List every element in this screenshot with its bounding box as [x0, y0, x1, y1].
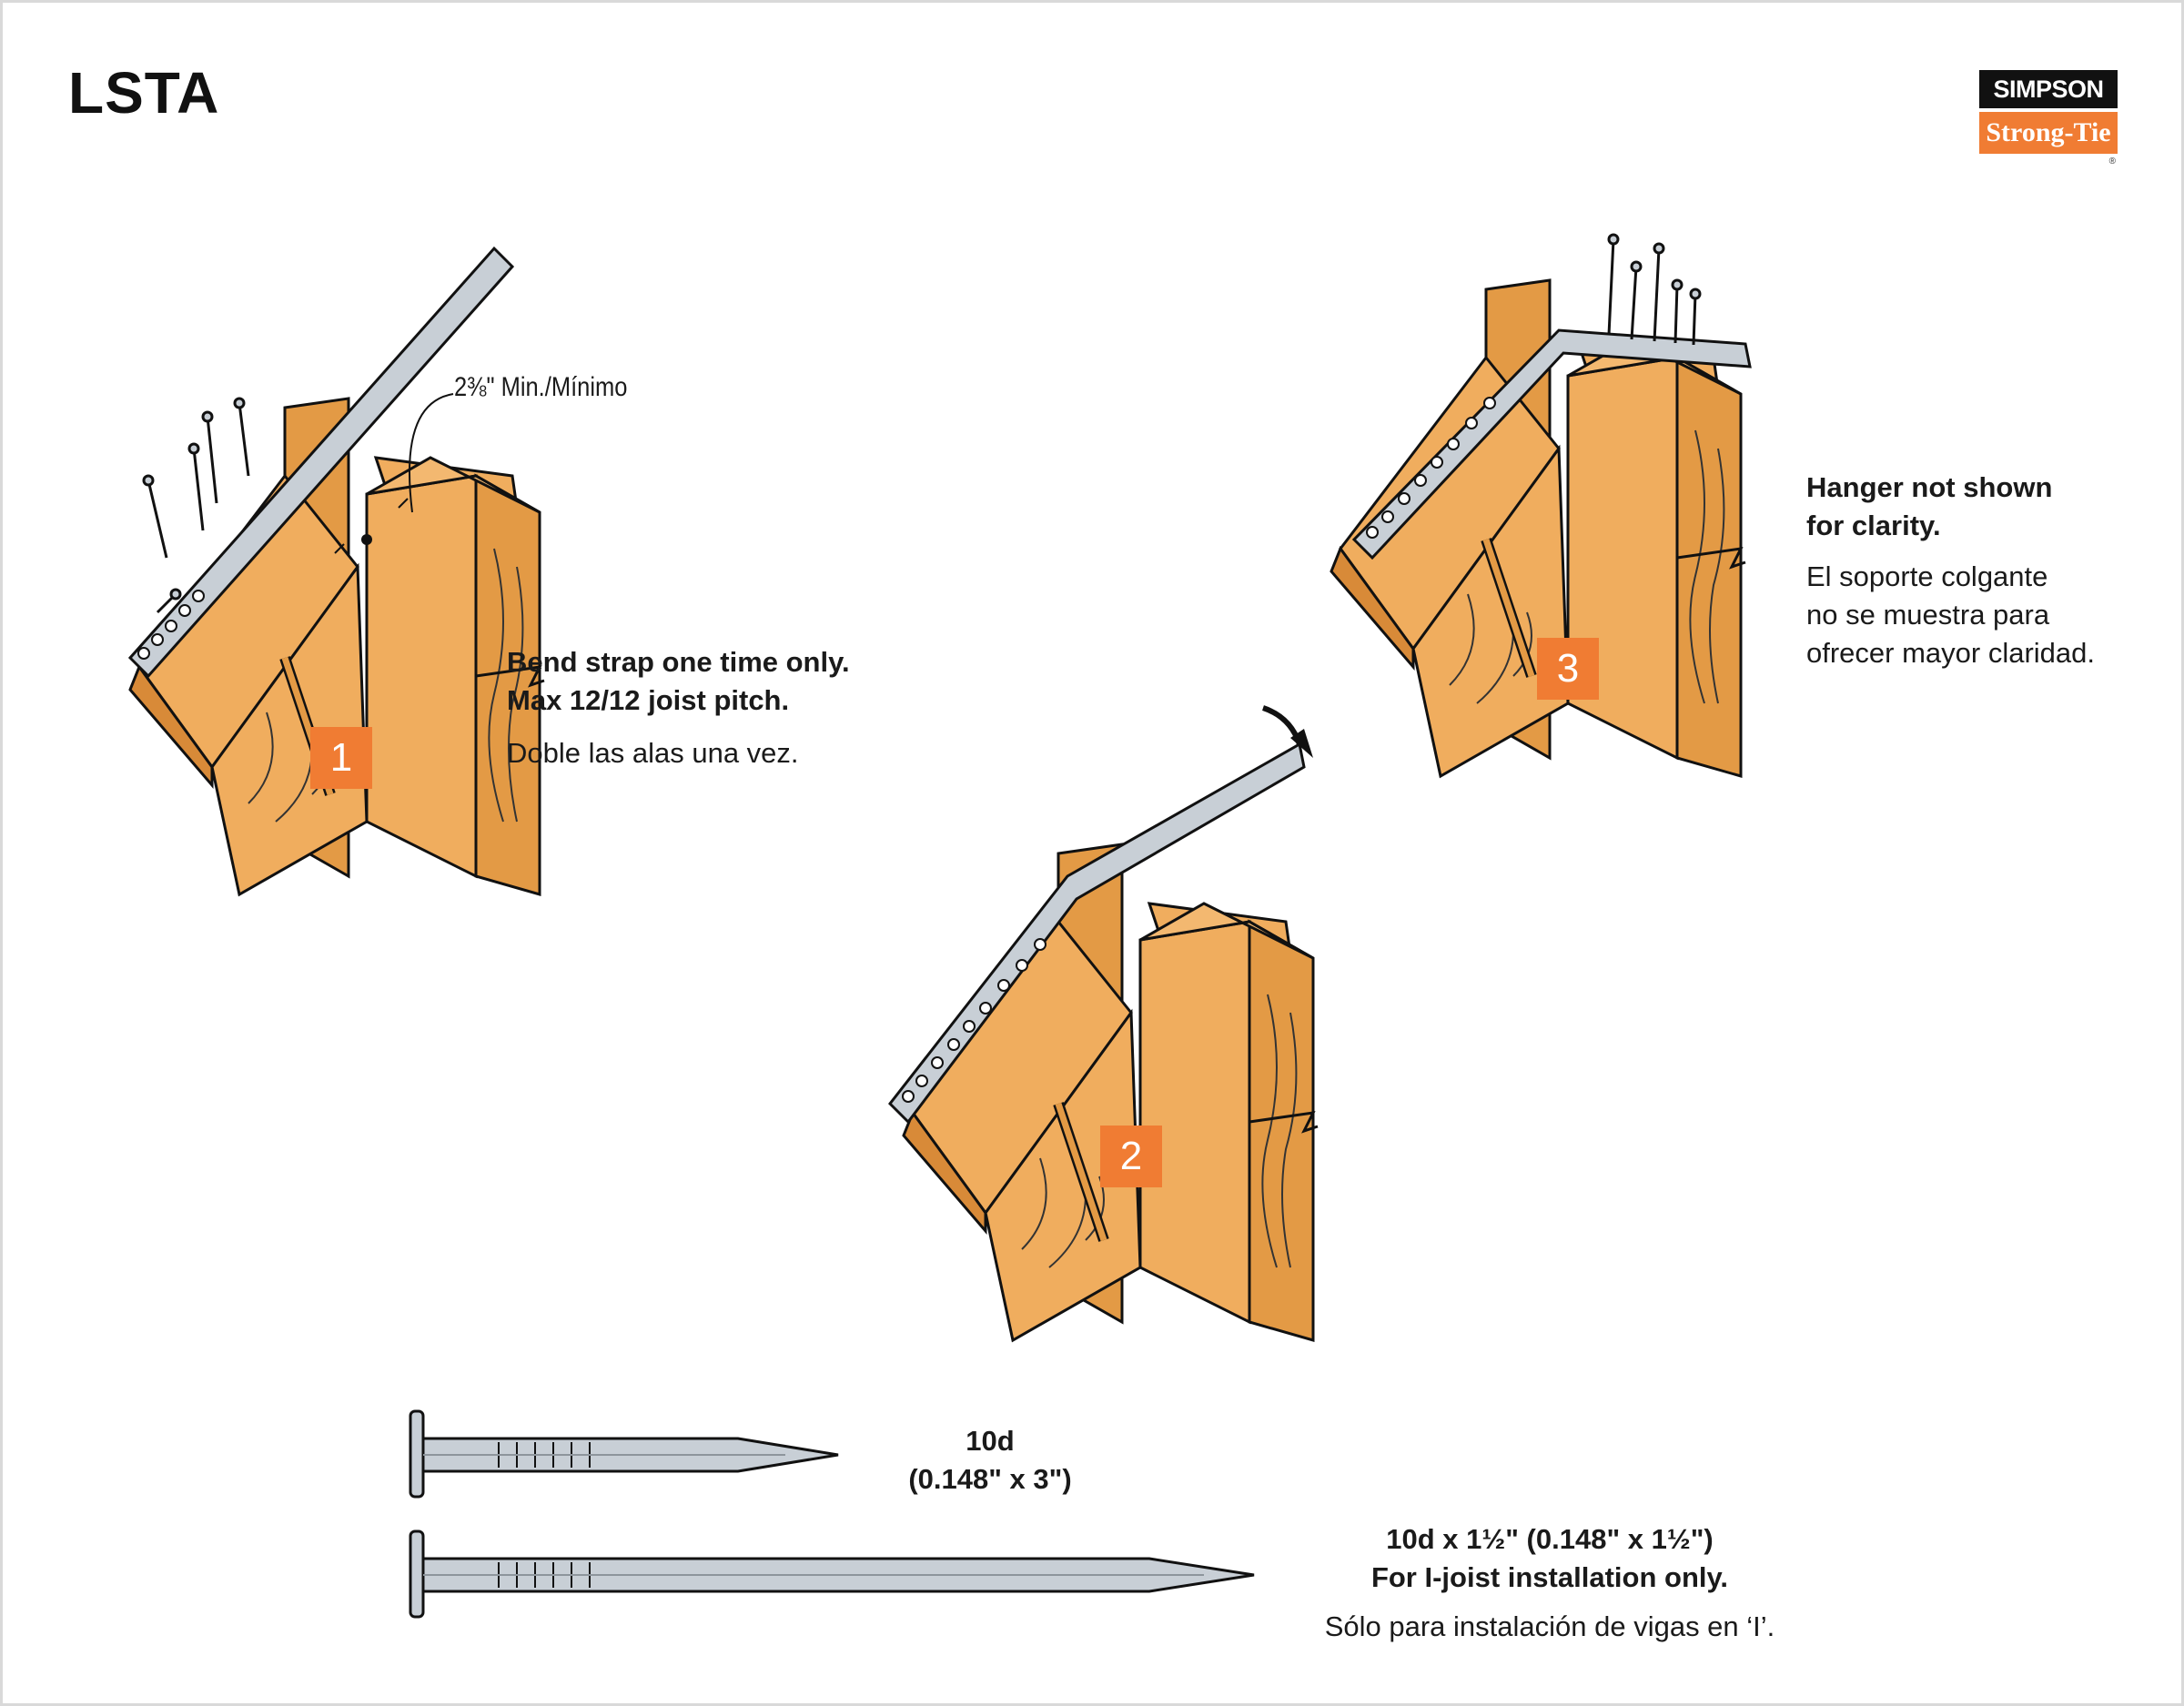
nail-10d-long-spanish: Sólo para instalación de vigas en ‘I’. — [1324, 1610, 1775, 1642]
step-1-line-1: Bend strap one time only. — [507, 646, 850, 678]
nail-set — [142, 397, 250, 614]
wrapped-strap — [1351, 328, 1752, 560]
step-3-line-2: for clarity. — [1806, 510, 1941, 541]
step-3-spanish-2: no se muestra para — [1806, 599, 2050, 631]
step-3-assembly — [1331, 233, 1752, 776]
step-1-assembly — [127, 246, 544, 894]
installation-illustration — [3, 233, 1752, 1619]
bent-strap — [888, 742, 1306, 1125]
nail-10d-size: (0.148" x 3") — [908, 1463, 1072, 1495]
dimension-label: 2⅜" Min./Mínimo — [454, 372, 628, 402]
nail-set-top — [1607, 233, 1702, 346]
nail-10d-long-icon — [409, 1529, 1255, 1619]
page-title: LSTA — [68, 60, 220, 126]
logo-strong-tie: Strong-Tie — [1979, 112, 2118, 154]
logo-registered-mark: ® — [2108, 156, 2116, 167]
step-2-badge: 2 — [1100, 1126, 1162, 1187]
nail-10d-label: 10d (0.148" x 3") — [899, 1422, 1081, 1499]
logo-simpson: SIMPSON — [1979, 70, 2118, 108]
step-2-assembly — [888, 705, 1318, 1340]
step-3-note: Hanger not shown for clarity. El soporte… — [1806, 469, 2095, 672]
step-1-spanish: Doble las alas una vez. — [507, 737, 799, 769]
step-1-badge: 1 — [310, 727, 372, 789]
nail-10d-long-name: 10d x 1½" (0.148" x 1½") — [1386, 1523, 1714, 1555]
nail-10d-long-use: For I-joist installation only. — [1370, 1561, 1729, 1593]
straight-strap — [127, 246, 515, 679]
nail-10d-name: 10d — [966, 1425, 1015, 1457]
step-1-instructions: Bend strap one time only. Max 12/12 jois… — [507, 643, 850, 772]
nail-10d-long-label: 10d x 1½" (0.148" x 1½") For I-joist ins… — [1277, 1520, 1823, 1646]
step-3-line-1: Hanger not shown — [1806, 471, 2053, 503]
step-3-badge: 3 — [1537, 638, 1599, 700]
simpson-strong-tie-logo: SIMPSON Strong-Tie ® — [1979, 70, 2118, 167]
nail-10d-icon — [409, 1409, 839, 1499]
step-3-spanish-3: ofrecer mayor claridad. — [1806, 637, 2096, 669]
step-1-line-2: Max 12/12 joist pitch. — [507, 684, 790, 716]
step-3-spanish-1: El soporte colgante — [1806, 560, 2048, 592]
